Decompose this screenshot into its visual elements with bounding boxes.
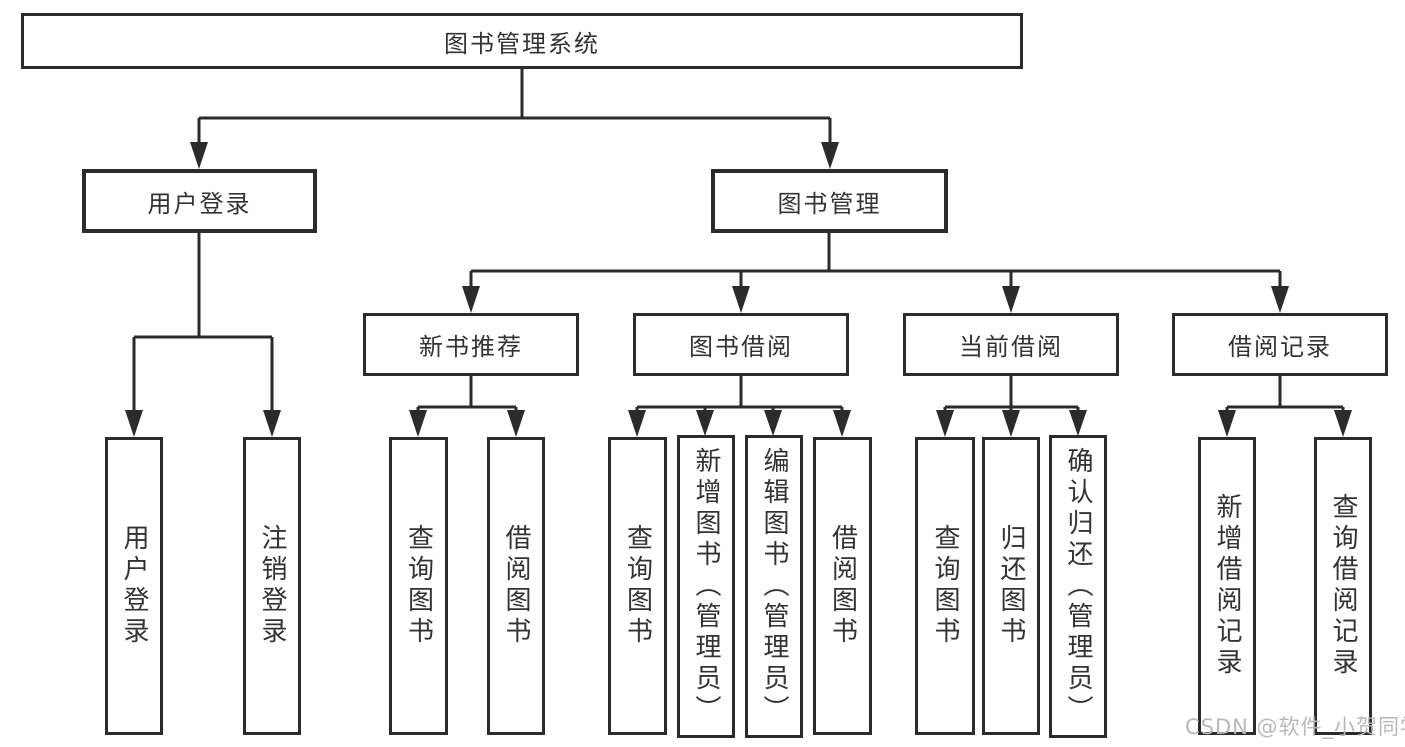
edge-line xyxy=(197,69,832,144)
node-book-borrowing: 图书借阅 xyxy=(633,313,849,376)
edge-line xyxy=(943,376,1080,413)
leaf-label: 确认归还（管理员） xyxy=(1063,447,1093,726)
leaf-borrow-books-borrowing: 借阅图书 xyxy=(813,437,872,735)
edge-line xyxy=(635,376,844,413)
node-new-book-recommend: 新书推荐 xyxy=(363,313,579,376)
leaf-confirm-return-admin: 确认归还（管理员） xyxy=(1049,435,1107,738)
leaf-label: 注销登录 xyxy=(257,524,287,648)
node-book-management: 图书管理 xyxy=(711,169,948,233)
node-current-borrowing: 当前借阅 xyxy=(903,313,1119,376)
leaf-label: 查询借阅记录 xyxy=(1328,493,1358,679)
arrowhead xyxy=(190,142,208,169)
leaf-label: 借阅图书 xyxy=(827,524,858,648)
leaf-query-borrow-record: 查询借阅记录 xyxy=(1314,437,1372,735)
arrowhead xyxy=(409,410,427,437)
leaf-query-books-recommend: 查询图书 xyxy=(389,437,448,735)
arrowhead xyxy=(1271,286,1289,313)
arrowhead xyxy=(263,410,281,437)
arrowhead xyxy=(1002,286,1020,313)
leaf-return-books: 归还图书 xyxy=(982,437,1040,735)
leaf-label: 查询图书 xyxy=(930,524,960,648)
leaf-label: 新增借阅记录 xyxy=(1212,493,1242,679)
leaf-add-borrow-record: 新增借阅记录 xyxy=(1198,437,1256,735)
edge-borrowing-records-children xyxy=(1218,376,1352,437)
leaf-query-books-borrowing: 查询图书 xyxy=(608,437,667,735)
edge-line xyxy=(132,233,274,412)
arrowhead xyxy=(1002,410,1020,437)
arrowhead xyxy=(1218,410,1236,437)
arrowhead xyxy=(125,410,143,437)
edge-line xyxy=(469,233,1282,288)
leaf-label: 用户登录 xyxy=(119,524,149,648)
node-library-management-system: 图书管理系统 xyxy=(21,13,1023,69)
edge-root-to-level2 xyxy=(190,69,839,169)
edge-book-management-children xyxy=(462,233,1289,313)
arrowhead xyxy=(833,410,851,437)
leaf-borrow-books-recommend: 借阅图书 xyxy=(487,437,545,735)
arrowhead xyxy=(696,410,714,436)
edge-user-login-children xyxy=(125,233,281,437)
leaf-query-books-current: 查询图书 xyxy=(915,437,975,735)
arrowhead xyxy=(628,410,646,437)
arrowhead xyxy=(462,286,480,313)
leaf-label: 查询图书 xyxy=(403,524,434,648)
leaf-label: 新增图书（管理员） xyxy=(691,447,721,726)
arrowhead xyxy=(732,286,750,313)
csdn-watermark: CSDN @软件_小贺同学 xyxy=(1185,715,1405,739)
edge-new-book-recommend-children xyxy=(409,376,525,437)
arrowhead xyxy=(936,410,954,437)
arrowhead xyxy=(764,410,782,436)
leaf-label: 归还图书 xyxy=(996,524,1026,648)
node-borrowing-records: 借阅记录 xyxy=(1172,313,1388,376)
leaf-add-books-admin: 新增图书（管理员） xyxy=(677,435,735,738)
node-user-login: 用户登录 xyxy=(82,169,317,233)
edge-line xyxy=(416,376,518,413)
leaf-label: 查询图书 xyxy=(622,524,653,648)
arrowhead xyxy=(1334,410,1352,437)
leaf-user-login: 用户登录 xyxy=(105,437,163,735)
edge-current-borrowing-children xyxy=(936,376,1087,437)
arrowhead xyxy=(507,410,525,437)
leaf-edit-books-admin: 编辑图书（管理员） xyxy=(745,435,803,738)
arrowhead xyxy=(1069,410,1087,436)
leaf-label: 编辑图书（管理员） xyxy=(759,447,789,726)
leaf-logout-login: 注销登录 xyxy=(243,437,301,735)
arrowhead xyxy=(821,142,839,169)
edge-line xyxy=(1225,376,1345,413)
edge-book-borrowing-children xyxy=(628,376,851,437)
leaf-label: 借阅图书 xyxy=(501,524,531,648)
